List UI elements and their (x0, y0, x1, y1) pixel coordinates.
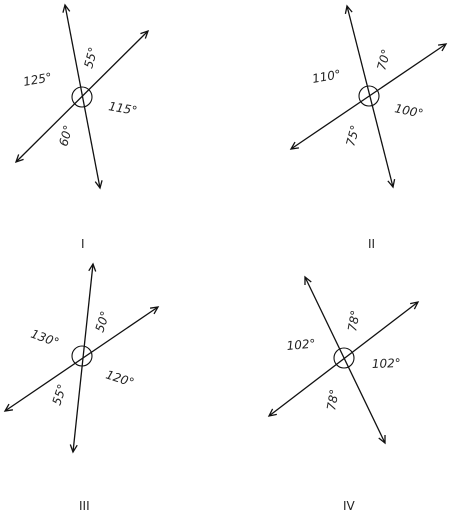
figure-1-angle-right: 115° (107, 99, 138, 118)
figure-1-label: I (81, 237, 85, 251)
figure-4-angle-right: 102° (372, 356, 401, 371)
figure-2-angle-left: 110° (311, 67, 342, 86)
figure-4-angle-top: 78° (345, 309, 362, 332)
figure-4-vertex-marker (333, 347, 355, 369)
figure-4-angle-bottom: 78° (324, 388, 341, 411)
figure-3-line-b-arrowhead-end (69, 444, 78, 454)
figure-3-vertex-marker (71, 345, 93, 367)
figure-1: 125° 55° 115° 60° I (14, 3, 150, 251)
figure-1-line-a-arrowhead-end (140, 29, 150, 39)
figure-3-line-b (72, 263, 94, 453)
figure-2: 110° 70° 100° 75° II (289, 4, 448, 251)
figure-1-angle-left: 125° (22, 70, 53, 89)
figure-2-label: II (368, 237, 375, 251)
figure-4-line-a-arrowhead-end (410, 301, 420, 310)
figure-4-angle-left: 102° (286, 337, 316, 353)
figure-2-angle-bottom: 75° (343, 124, 362, 148)
figure-3-angle-left: 130° (29, 327, 61, 350)
figure-1-line-b-arrowhead-start (62, 3, 71, 13)
figure-1-vertex-marker (71, 86, 93, 108)
figure-2-line-a-arrowhead-start (289, 141, 300, 150)
figure-2-line-b-arrowhead-end (387, 179, 396, 189)
figure-4-line-b (304, 276, 386, 444)
figure-1-angle-bottom: 60° (56, 124, 75, 148)
figure-3-line-a-arrowhead-end (149, 306, 160, 315)
figure-4-line-a-arrowhead-start (267, 408, 277, 417)
figure-4-line-a (268, 301, 419, 417)
figure-4-line-b-arrowhead-end (378, 434, 386, 445)
figure-3-angle-bottom: 55° (50, 382, 70, 407)
figure-1-line-b-arrowhead-end (94, 180, 103, 190)
figure-4-line-b-arrowhead-start (304, 275, 312, 286)
figure-3: 130° 50° 120° 55° III (3, 262, 160, 513)
figure-2-angle-top: 70° (374, 48, 393, 72)
figure-4: 102° 78° 102° 78° IV (267, 275, 420, 513)
figure-3-label: III (79, 499, 90, 513)
figure-1-line-b (64, 4, 101, 189)
figure-1-line-a-arrowhead-start (14, 154, 24, 164)
figure-3-line-a-arrowhead-start (3, 403, 14, 412)
figure-2-line-a-arrowhead-end (437, 43, 448, 52)
figure-2-line-a (290, 43, 447, 150)
figure-2-line-b-arrowhead-start (344, 4, 353, 14)
figure-2-vertex-marker (358, 85, 380, 107)
figure-4-label: IV (343, 499, 356, 513)
figure-3-line-a (4, 306, 159, 412)
figure-3-angle-right: 120° (104, 368, 136, 390)
figure-2-angle-right: 100° (393, 101, 424, 121)
figure-3-angle-top: 50° (93, 309, 113, 334)
figure-3-line-b-arrowhead-start (88, 262, 97, 272)
figure-1-angle-top: 55° (81, 46, 100, 70)
figure-2-line-b (346, 5, 394, 188)
